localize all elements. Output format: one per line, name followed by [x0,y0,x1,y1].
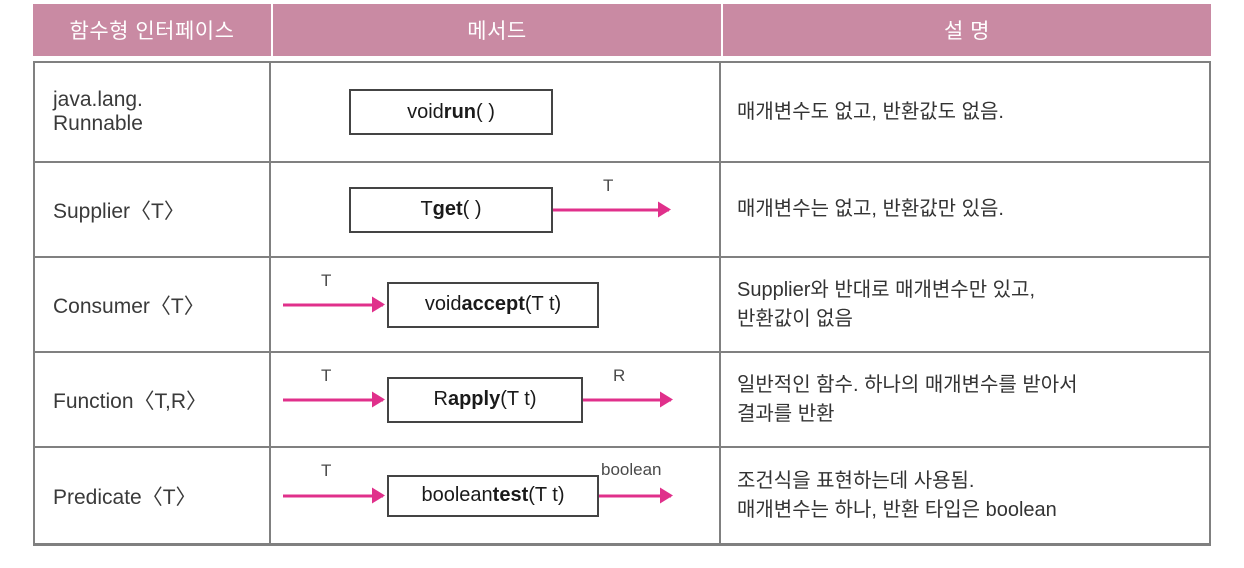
table-row: Consumer〈T〉 T void accept(T t) Supplier와… [35,258,1209,353]
method-cell: T void accept(T t) [271,258,721,351]
description-cell: 조건식을 표현하는데 사용됨. 매개변수는 하나, 반환 타입은 boolean [721,448,1209,543]
interface-cell: java.lang. Runnable [35,63,271,161]
table-row: Function〈T,R〉 T R apply(T t) R 일반적인 함수. … [35,353,1209,448]
interface-cell: Supplier〈T〉 [35,163,271,256]
method-signature-box: boolean test(T t) [387,474,599,517]
method-name: test [492,484,529,506]
method-return-type: void [424,293,462,315]
description-text: 매개변수도 없고, 반환값도 없음. [737,100,1004,123]
interface-name: Consumer〈T〉 [53,294,205,318]
description-cell: 매개변수는 없고, 반환값만 있음. [721,163,1209,256]
interface-cell: Function〈T,R〉 [35,353,271,446]
input-arrow-label: T [321,461,332,480]
method-signature-box: T get( ) [349,186,553,233]
column-header-description: 설 명 [723,4,1211,56]
method-cell: T R apply(T t) R [271,353,721,446]
method-cell: T get( ) T [271,163,721,256]
method-diagram: T R apply(T t) R [271,353,719,446]
input-arrow-label: T [321,271,332,290]
input-arrow [283,494,383,497]
method-name: accept [461,293,525,315]
table-body: java.lang. Runnable void run( ) 매개변수도 없고… [33,61,1211,546]
method-args: ( ) [476,100,495,123]
output-arrow [583,398,671,401]
input-arrow [283,303,383,306]
method-return-type: T [420,198,433,220]
column-header-method: 메서드 [273,4,723,56]
input-arrow [283,398,383,401]
interface-name: Function〈T,R〉 [53,389,208,413]
interface-cell: Predicate〈T〉 [35,448,271,543]
functional-interface-table: 함수형 인터페이스 메서드 설 명 java.lang. Runnable vo… [33,4,1211,546]
interface-name: Predicate〈T〉 [53,485,197,509]
method-name: get [432,198,463,220]
output-arrow-label: boolean [601,460,662,479]
description-cell: 일반적인 함수. 하나의 매개변수를 받아서 결과를 반환 [721,353,1209,446]
interface-name: Supplier〈T〉 [53,199,185,223]
method-return-type: void [407,100,444,123]
table-row: Supplier〈T〉 T get( ) T 매개변수는 없고, 반환값만 있음… [35,163,1209,258]
method-name: run [443,100,477,123]
method-args: (T t) [524,293,562,315]
interface-name: java.lang. Runnable [53,88,143,135]
output-arrow-label: T [603,176,614,195]
method-cell: T boolean test(T t) boolean [271,448,721,543]
description-text: 일반적인 함수. 하나의 매개변수를 받아서 결과를 반환 [737,373,1078,425]
method-signature-box: void run( ) [349,89,553,135]
table-row: java.lang. Runnable void run( ) 매개변수도 없고… [35,63,1209,163]
method-return-type: R [433,388,448,410]
interface-cell: Consumer〈T〉 [35,258,271,351]
output-arrow [599,494,671,497]
method-signature-box: R apply(T t) [387,376,583,423]
method-diagram: T boolean test(T t) boolean [271,448,719,543]
method-args: (T t) [528,484,565,506]
output-arrow-label: R [613,366,626,385]
description-cell: 매개변수도 없고, 반환값도 없음. [721,63,1209,161]
method-diagram: T get( ) T [271,163,719,256]
output-arrow [553,208,669,211]
method-args: ( ) [462,198,482,220]
method-cell: void run( ) [271,63,721,161]
description-cell: Supplier와 반대로 매개변수만 있고, 반환값이 없음 [721,258,1209,351]
method-name: apply [447,388,501,410]
input-arrow-label: T [321,366,332,385]
column-header-interface: 함수형 인터페이스 [33,4,273,56]
description-text: 조건식을 표현하는데 사용됨. 매개변수는 하나, 반환 타입은 boolean [737,469,1057,521]
description-text: 매개변수는 없고, 반환값만 있음. [737,198,1004,220]
method-diagram: void run( ) [271,63,719,161]
table-header-row: 함수형 인터페이스 메서드 설 명 [33,4,1211,56]
table-row: Predicate〈T〉 T boolean test(T t) boolean… [35,448,1209,543]
method-diagram: T void accept(T t) [271,258,719,351]
method-return-type: boolean [421,484,493,506]
description-text: Supplier와 반대로 매개변수만 있고, 반환값이 없음 [737,278,1036,330]
method-signature-box: void accept(T t) [387,281,599,328]
method-args: (T t) [500,388,537,410]
